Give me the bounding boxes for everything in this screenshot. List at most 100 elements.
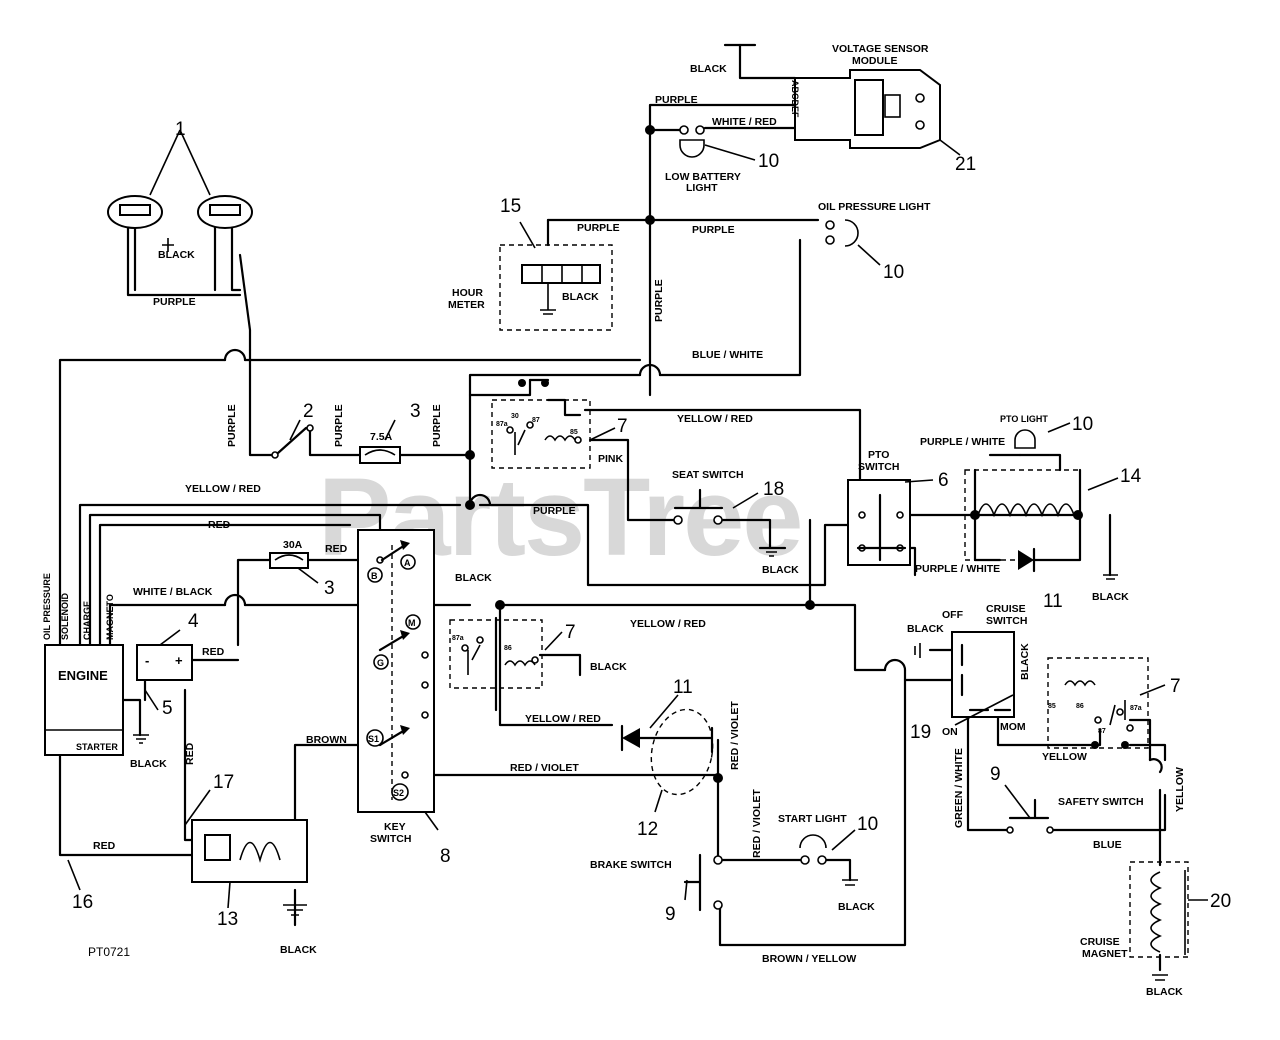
solenoid-lead: SOLENOID: [60, 592, 70, 640]
callout-3-upper: 3: [410, 401, 421, 422]
hour-meter: HOUR METER: [448, 244, 613, 331]
pto-switch-label-2: SWITCH: [858, 461, 899, 473]
terminal-s1: S1: [368, 734, 379, 744]
callout-18: 18: [763, 479, 784, 500]
callout-21: 21: [955, 154, 976, 175]
safety-switch-label: SAFETY SWITCH: [1058, 796, 1144, 808]
seat-switch-label: SEAT SWITCH: [672, 469, 744, 481]
relay-right-87: 87: [1098, 728, 1106, 735]
low-battery-light: LOW BATTERY LIGHT: [665, 125, 741, 194]
wire-black-relay2: BLACK: [590, 661, 627, 673]
oil-pressure-light: OIL PRESSURE LIGHT: [818, 201, 931, 247]
callout-17: 17: [213, 772, 234, 793]
wire-yellow-relay3: YELLOW: [1042, 751, 1087, 763]
callout-10-pto: 10: [1072, 414, 1093, 435]
headlamps: [107, 129, 253, 252]
relay-right-87a: 87a: [1130, 705, 1142, 712]
wire-brown: BROWN: [306, 734, 347, 746]
wire-white-red: WHITE / RED: [712, 116, 777, 128]
key-switch-label-2: SWITCH: [370, 833, 411, 845]
inline-switch: [271, 424, 314, 459]
voltage-sensor-label-2: MODULE: [852, 55, 898, 67]
relay-mid-86: 86: [504, 645, 512, 652]
wire-pink: PINK: [598, 453, 624, 465]
callout-13: 13: [217, 909, 238, 930]
pto-light-label: PTO LIGHT: [1000, 414, 1048, 424]
diode-and-harness: [620, 708, 714, 796]
wire-black-20: BLACK: [1146, 986, 1183, 998]
terminal-s2: S2: [393, 788, 404, 798]
callout-6: 6: [938, 470, 949, 491]
battery: - +: [136, 644, 193, 681]
battery-positive: +: [175, 653, 183, 668]
relay-mid-87a: 87a: [452, 635, 464, 642]
callout-20: 20: [1210, 891, 1231, 912]
wire-labels: BLACK PURPLE WHITE / RED PURPLE PURPLE B…: [93, 63, 1186, 998]
relay-top: 87a 30 87 85: [491, 399, 591, 469]
callout-14: 14: [1120, 466, 1142, 487]
fuse-30a: 30A: [269, 539, 309, 569]
terminal-b: B: [371, 571, 378, 581]
callout-11-key: 11: [673, 677, 693, 698]
relay-right: 86 87 87a 85: [1047, 657, 1149, 749]
brake-switch-label: BRAKE SWITCH: [590, 859, 672, 871]
relay-top-30: 30: [511, 413, 519, 420]
cruise-mom-label: MOM: [1000, 721, 1026, 733]
callout-19: 19: [910, 722, 931, 743]
brake-switch: BRAKE SWITCH: [590, 853, 723, 912]
cruise-magnet-label-1: CRUISE: [1080, 936, 1120, 948]
wire-black-sensor: BLACK: [690, 63, 727, 75]
callout-leaders: [67, 139, 1208, 909]
key-switch: B A M G S1 S2 KEY SWITCH: [357, 529, 435, 845]
callout-12: 12: [637, 819, 658, 840]
wire-green-white: GREEN / WHITE: [953, 748, 965, 828]
wire-purple-v3: PURPLE: [431, 404, 443, 447]
voltage-sensor-module: VOLTAGE SENSOR MODULE ABCDEF: [790, 43, 941, 149]
wire-blue: BLUE: [1093, 839, 1122, 851]
callout-11-pto: 11: [1043, 591, 1063, 612]
wire-black-hour: BLACK: [562, 291, 599, 303]
wire-purple-hour: PURPLE: [577, 222, 620, 234]
wire-yellow-vertical: YELLOW: [1174, 767, 1186, 812]
pto-clutch-assembly: PTO LIGHT: [964, 414, 1118, 580]
wire-red-battery: RED: [202, 646, 225, 658]
fuse-7-5a: 7.5A: [359, 431, 401, 464]
cruise-switch-label-2: SWITCH: [986, 615, 1027, 627]
wire-black-cruise: BLACK: [907, 623, 944, 635]
voltage-sensor-label-1: VOLTAGE SENSOR: [832, 43, 929, 55]
callout-8: 8: [440, 846, 451, 867]
wire-black-relay: BLACK: [455, 572, 492, 584]
wire-purple-seat: PURPLE: [533, 505, 576, 517]
callout-4: 4: [188, 611, 199, 632]
relay-top-87: 87: [532, 417, 540, 424]
fuse-7-5a-label: 7.5A: [370, 431, 393, 443]
magneto-lead: MAGNETO: [105, 594, 115, 640]
wire-red-16: RED: [93, 840, 116, 852]
cruise-magnet: CRUISE MAGNET: [1080, 861, 1189, 981]
cruise-magnet-label-2: MAGNET: [1082, 948, 1128, 960]
callout-7-mid: 7: [565, 622, 576, 643]
callout-3-lower: 3: [324, 578, 335, 599]
wire-purple-v2: PURPLE: [333, 404, 345, 447]
pto-switch-label-1: PTO: [868, 449, 889, 461]
oil-pressure-lead: OIL PRESSURE: [42, 573, 52, 640]
relay-top-87a: 87a: [496, 421, 508, 428]
callout-7-right: 7: [1170, 676, 1181, 697]
wire-yellow-red-left: YELLOW / RED: [185, 483, 261, 495]
seat-switch: SEAT SWITCH: [672, 469, 780, 557]
callout-5: 5: [162, 698, 173, 719]
wire-red-violet-2: RED / VIOLET: [729, 701, 741, 770]
callout-1: 1: [175, 119, 186, 140]
terminal-g: G: [377, 658, 384, 668]
wire-yellow-red-mid: YELLOW / RED: [630, 618, 706, 630]
oil-pressure-light-label: OIL PRESSURE LIGHT: [818, 201, 931, 213]
cruise-switch: CRUISE SWITCH OFF ON MOM: [914, 603, 1027, 738]
relay-right-85: 85: [1048, 703, 1056, 710]
start-light: START LIGHT: [778, 813, 858, 886]
callout-10-battery: 10: [758, 151, 779, 172]
wire-black-relay3: BLACK: [1019, 643, 1031, 680]
callout-10-start: 10: [857, 814, 878, 835]
callout-15: 15: [500, 196, 521, 217]
sensor-pin-letters: ABCDEF: [790, 80, 800, 118]
